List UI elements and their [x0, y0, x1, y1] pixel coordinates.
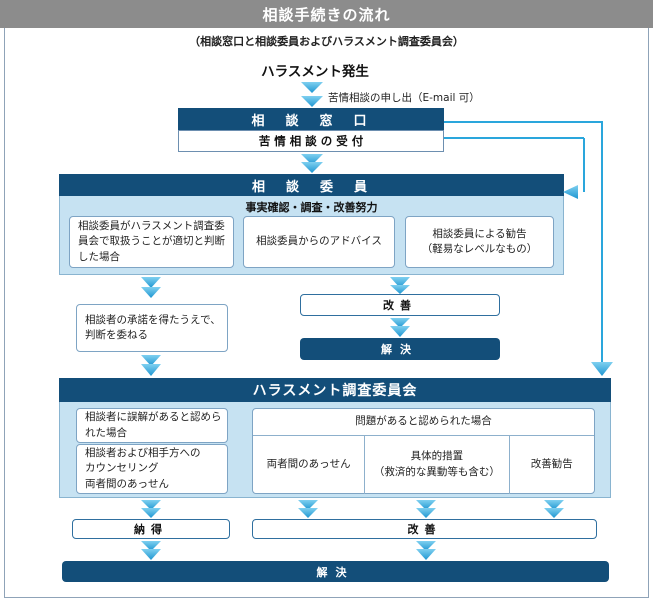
route-line-to-committee [444, 121, 603, 362]
committee-misunderstanding-box: 相談者に誤解があると認められた場合 [76, 408, 228, 443]
counselor-box-recommend-line1: 相談委員による勧告 [432, 227, 527, 240]
counselor-box-advice: 相談委員からのアドバイス [243, 216, 395, 268]
diagram-title: 相談手続きの流れ [0, 0, 653, 28]
diagram-subtitle: （相談窓口と相談委員およびハラスメント調査委員会） [189, 35, 464, 48]
diagram-frame [4, 28, 649, 598]
counselor-box-recommend-line2: （軽易なレベルなもの） [421, 243, 538, 255]
arrow-down-icon [298, 508, 318, 518]
counselor-task: 事実確認・調査・改善努力 [245, 201, 378, 214]
arrow-down-icon [544, 508, 564, 518]
consultation-window-task: 苦 情 相 談 の 受 付 [178, 130, 444, 152]
counselor-box-advice-text: 相談委員からのアドバイス [256, 235, 382, 248]
resolution-final-pill: 解決 [62, 561, 609, 582]
committee-misunderstanding-text: 相談者に誤解があると認められた場合 [85, 411, 222, 439]
arrow-down-icon [390, 285, 410, 294]
counselor-box-recommend: 相談委員による勧告 （軽易なレベルなもの） [405, 216, 554, 268]
arrow-down-icon [141, 355, 161, 366]
committee-cell-recommend: 改善勧告 [510, 436, 595, 494]
arrow-down-icon [141, 277, 161, 288]
arrow-down-icon [591, 362, 613, 376]
improvement-pill: 改善 [300, 294, 500, 316]
consent-text: 相談者の承諾を得たうえで、判断を委ねる [85, 313, 221, 341]
arrow-down-icon [390, 326, 410, 337]
counselor-title: 相 談 委 員 [59, 174, 564, 196]
arrow-down-icon [301, 96, 323, 107]
arrow-down-icon [390, 318, 410, 328]
arrow-down-icon [141, 549, 161, 560]
committee-cell-measures-line2: （救済的な異動等も含む） [373, 466, 500, 478]
arrow-down-icon [298, 500, 318, 510]
arrow-down-icon [544, 500, 564, 510]
committee-problem-box: 問題があると認められた場合 両者間のあっせん 具体的措置 （救済的な異動等も含む… [252, 408, 595, 494]
arrow-down-icon [141, 508, 161, 518]
committee-title: ハラスメント調査委員会 [59, 378, 611, 402]
committee-cell-mediation-text: 両者間のあっせん [266, 458, 351, 471]
arrow-left-to-counselor [563, 185, 578, 199]
arrow-down-icon [141, 364, 161, 376]
arrow-down-icon [141, 500, 161, 510]
arrow-down-icon [141, 287, 161, 298]
committee-counseling-line1: 相談者および相手方への [85, 447, 201, 460]
resolution-pill: 解決 [300, 338, 500, 360]
request-note: 苦情相談の申し出（E-mail 可） [328, 92, 480, 104]
arrow-down-icon [141, 541, 161, 551]
arrow-down-icon [416, 508, 436, 518]
arrow-down-icon [390, 277, 410, 288]
arrow-down-icon [416, 541, 436, 551]
arrow-down-icon [416, 500, 436, 510]
committee-cell-measures: 具体的措置 （救済的な異動等も含む） [365, 436, 510, 494]
counselor-box-referral-text: 相談委員がハラスメント調査委員会で取扱うことが適切と判断した場合 [78, 220, 225, 263]
arrow-down-icon [301, 162, 323, 173]
committee-cell-measures-line1: 具体的措置 [410, 450, 464, 463]
arrow-down-icon [301, 82, 323, 93]
consultation-window-title: 相 談 窓 口 [178, 108, 444, 130]
start-label: ハラスメント発生 [261, 64, 369, 80]
arrow-down-icon [416, 549, 436, 560]
committee-counseling-line3: 両者間のあっせん [85, 477, 169, 490]
committee-problem-header: 問題があると認められた場合 [253, 409, 594, 436]
committee-counseling-box: 相談者および相手方への カウンセリング 両者間のあっせん [76, 444, 228, 494]
counselor-box-referral: 相談委員がハラスメント調査委員会で取扱うことが適切と判断した場合 [69, 216, 234, 268]
committee-cell-mediation: 両者間のあっせん [253, 436, 366, 494]
arrow-down-icon [301, 154, 323, 165]
committee-counseling-line2: カウンセリング [85, 462, 159, 475]
committee-cell-recommend-text: 改善勧告 [530, 458, 573, 471]
improvement-final-pill: 改善 [252, 519, 597, 539]
consent-box: 相談者の承諾を得たうえで、判断を委ねる [76, 304, 228, 352]
acceptance-pill: 納得 [72, 519, 230, 539]
